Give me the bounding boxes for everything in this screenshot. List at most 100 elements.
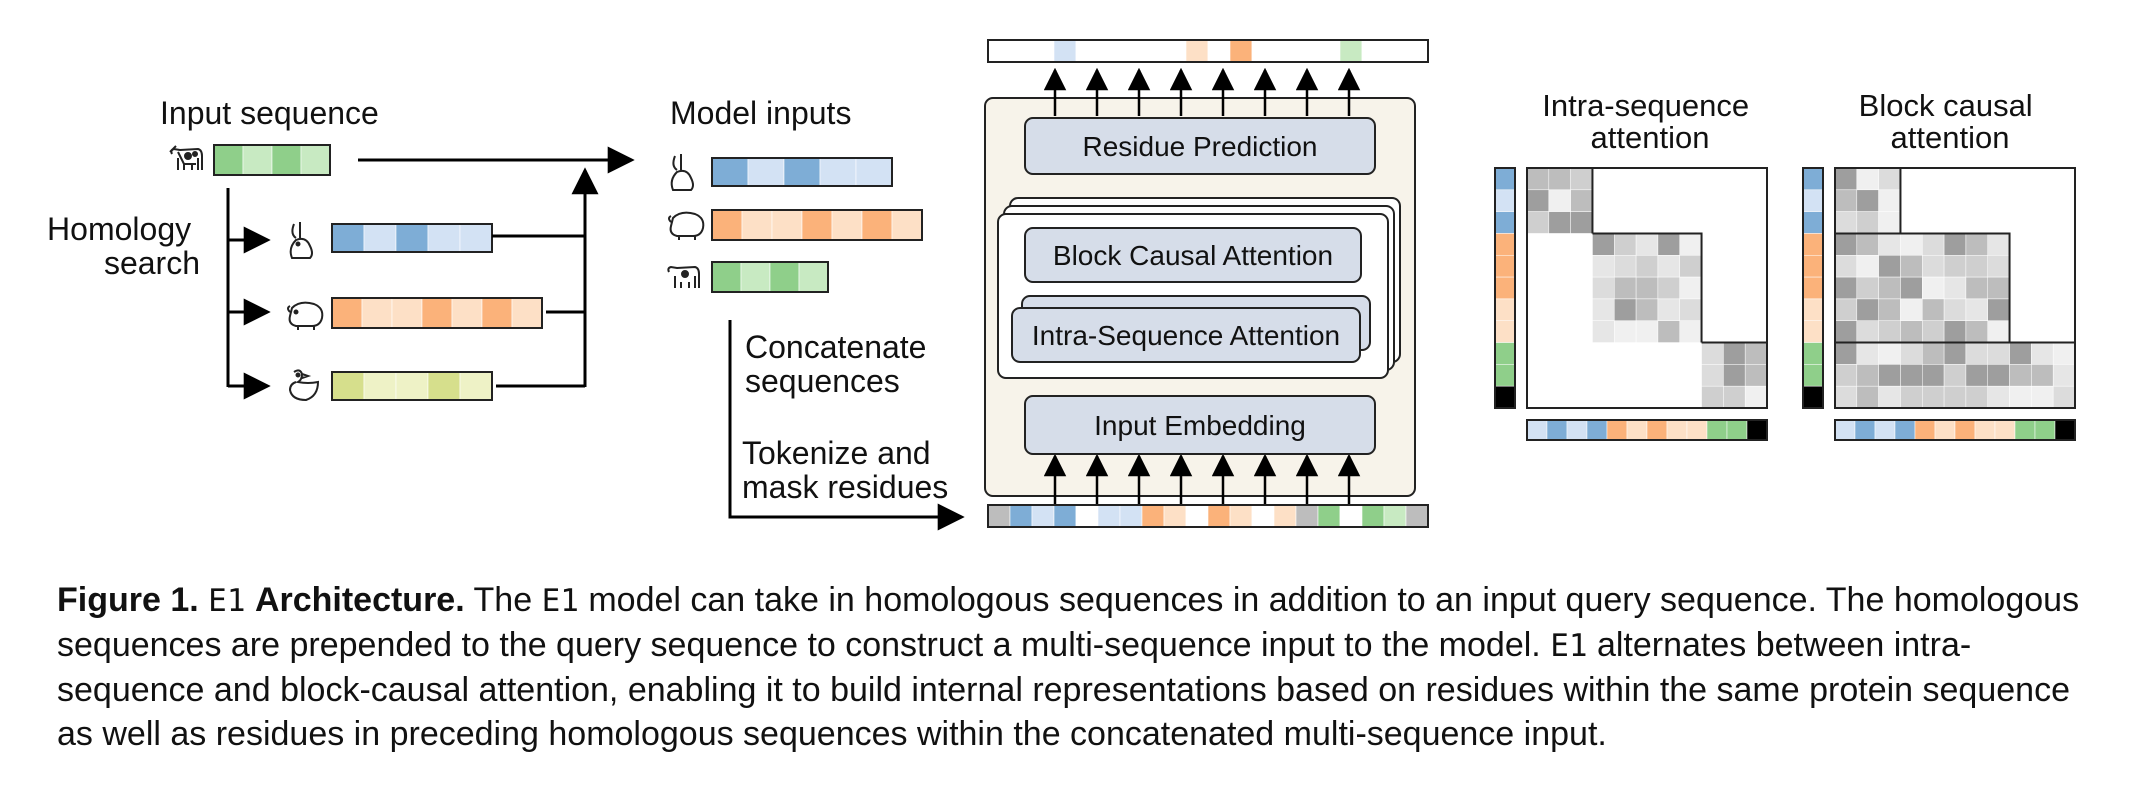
attention-cell [1526,189,1550,212]
attention-cell [1614,298,1637,321]
attention-cell [1834,255,1858,278]
token-cell [1802,233,1824,256]
token-cell [1802,385,1824,409]
token-cell [1075,504,1099,528]
block-causal-attention-matrix [1802,167,2076,441]
attention-cell [2031,364,2054,387]
attention-cell [1592,320,1615,343]
token-cell [1295,39,1319,63]
attention-cell [1834,298,1858,321]
attention-cell [1943,298,1967,321]
token-cell [1646,419,1668,441]
attention-cell [2009,385,2032,409]
token-cell [747,157,785,187]
attention-cell [1922,255,1945,278]
tokenize-label: Tokenize and mask residues [742,435,948,505]
token-cell [1802,364,1824,387]
token-cell [1914,419,1936,441]
token-cell [242,144,273,176]
token-cell [1666,419,1688,441]
model-input-cow-sequence [711,261,829,293]
attention-cell [1900,385,1923,409]
output-tokens [987,39,1429,63]
model-inputs-label: Model inputs [670,95,851,131]
token-cell [363,371,397,401]
residue-prediction-label: Residue Prediction [1082,131,1317,162]
attention-cell [1834,364,1858,387]
attention-cell [1943,342,1967,365]
attention-cell [1723,364,1746,387]
attention-cell [1878,298,1901,321]
token-cell [1163,504,1187,528]
attention-cell [1987,385,2010,409]
token-cell [363,223,397,253]
attention-cell [1922,364,1945,387]
attention-cell [1965,298,1988,321]
token-cell [1207,504,1231,528]
attention-cell [1834,342,1858,365]
token-cell [331,297,363,329]
token-cell [1141,504,1165,528]
intra-sequence-attention-block [1011,307,1361,363]
token-cell [2014,419,2036,441]
token-cell [1494,189,1516,212]
sequence-outline [987,504,1429,528]
attention-cell [1856,276,1879,300]
token-cell [1361,39,1385,63]
token-cell [1494,298,1516,321]
input-sequence-label: Input sequence [160,95,379,131]
output-arrows [1043,67,1361,116]
attention-cell [1900,364,1923,387]
token-cell [427,371,461,401]
attention-cell [1744,385,1768,409]
attention-cell [1856,211,1879,234]
attention-cell [1834,276,1858,300]
token-cell [1802,167,1824,191]
attention-cell [1679,255,1702,278]
attention-cell [1965,320,1988,343]
token-cell [1802,276,1824,300]
attention-cell [1965,233,1988,256]
token-cell [1009,504,1033,528]
attention-cell [1922,233,1945,256]
token-cell [1802,255,1824,278]
sequence-outline [987,39,1429,63]
token-cell [1526,419,1548,441]
attention-cell [1856,385,1879,409]
token-cell [395,223,429,253]
attention-cell [1657,276,1680,300]
attention-cell [1834,167,1858,191]
token-cell [1606,419,1628,441]
attention-cell [1987,364,2010,387]
token-cell [1802,189,1824,212]
token-cell [1273,39,1297,63]
token-cell [1317,504,1341,528]
attention-cell [1878,233,1901,256]
sequence-outline [1834,419,2076,441]
token-cell [1494,211,1516,234]
attention-cell [2009,364,2032,387]
token-cell [1894,419,1916,441]
model-input-pig-sequence [711,209,923,241]
attention-cell [1900,298,1923,321]
token-cell [1586,419,1608,441]
figure-caption: Figure 1. E1 Architecture. The E1 model … [57,578,2087,756]
token-cell [1229,39,1253,63]
token-cell [1494,276,1516,300]
token-cell [741,209,773,241]
sequence-outline [1494,167,1516,409]
attention-cell [1614,233,1637,256]
attention-cell [1635,298,1659,321]
attention-cell [1635,320,1659,343]
attention-cell [1965,255,1988,278]
attention-cell [1744,342,1768,365]
attention-cell [1878,189,1901,212]
attention-cell [1723,385,1746,409]
attention-cell [1592,298,1615,321]
token-cell [1229,504,1253,528]
token-cell [771,209,803,241]
attention-cell [1987,298,2010,321]
token-cell [1097,504,1121,528]
token-cell [1317,39,1341,63]
token-cell [798,261,829,293]
